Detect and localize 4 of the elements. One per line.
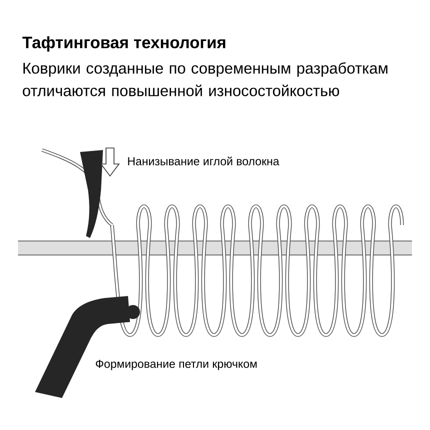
title: Тафтинговая технология bbox=[22, 36, 226, 52]
description: Коврики созданные по современным разработкам отличаются повышенной износостойкостью bbox=[22, 62, 388, 96]
callout-text: Формирование петли крючком bbox=[96, 360, 257, 370]
callout-text: Нанизывание иглой волокна bbox=[128, 156, 280, 166]
